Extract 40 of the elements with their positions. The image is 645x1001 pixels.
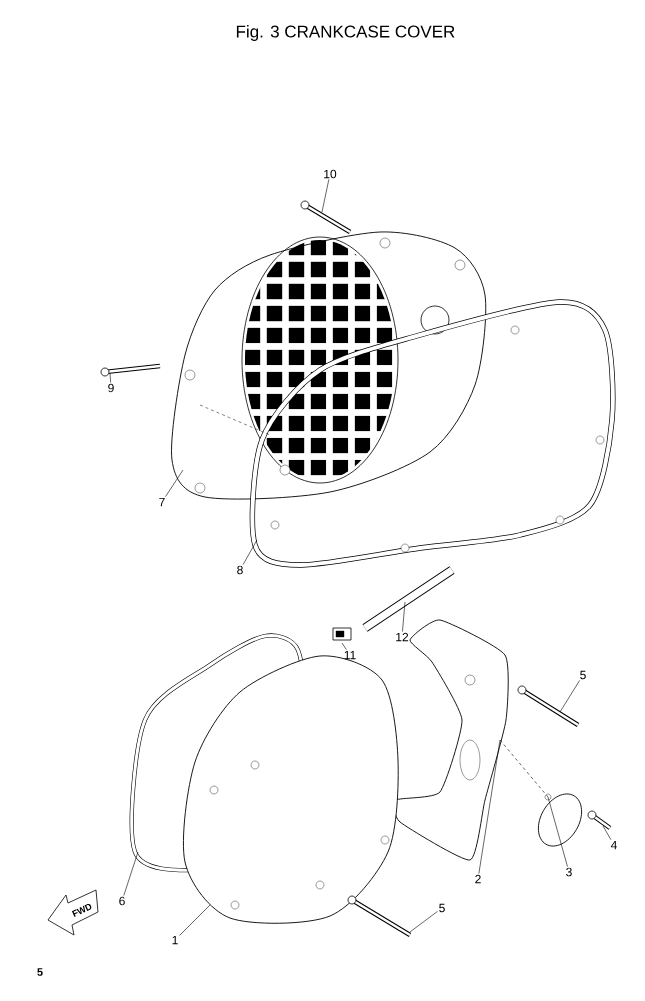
leader-line [402,601,406,632]
leader-line [165,469,184,497]
callout-number: 5 [439,903,445,913]
hose-drawing [362,566,455,632]
gasket-drawing [249,299,616,568]
alignment-line [499,739,549,798]
callout-number: 9 [108,383,114,393]
leader-line [602,825,612,840]
bolt-drawing [100,363,161,377]
callout-number: 5 [580,670,586,680]
bolt-drawing [347,895,412,937]
bolt-drawing [300,200,352,234]
callout-number: 8 [237,565,243,575]
callout-number: 12 [396,632,409,642]
leader-line [341,642,347,650]
leader-line [547,796,568,867]
callout-number: 3 [566,867,572,877]
callout-number: 7 [159,497,165,507]
callout-number: 4 [610,840,617,850]
leader-line [321,179,330,213]
leader-line [242,539,258,565]
callout-number: 1 [172,935,178,945]
figure-title: Fig. 3 CRANKCASE COVER [236,25,455,41]
callout-number: 2 [475,874,481,884]
fitting-drawing [332,627,352,641]
leader-line [559,680,580,713]
callout-number: 11 [344,650,356,660]
bolt-drawing [587,810,612,830]
bracket-drawing [393,619,509,861]
leader-line [179,904,211,936]
callout-number: 10 [324,169,337,179]
callout-number: 6 [119,896,125,906]
bolt-drawing [517,685,580,727]
page-number: 5 [37,968,43,976]
leader-line [409,911,438,933]
leader-line [123,851,139,896]
crankcase-cover-drawing [171,231,487,500]
leader-line [109,372,111,383]
cap-drawing [537,793,583,847]
leader-line [478,739,501,874]
